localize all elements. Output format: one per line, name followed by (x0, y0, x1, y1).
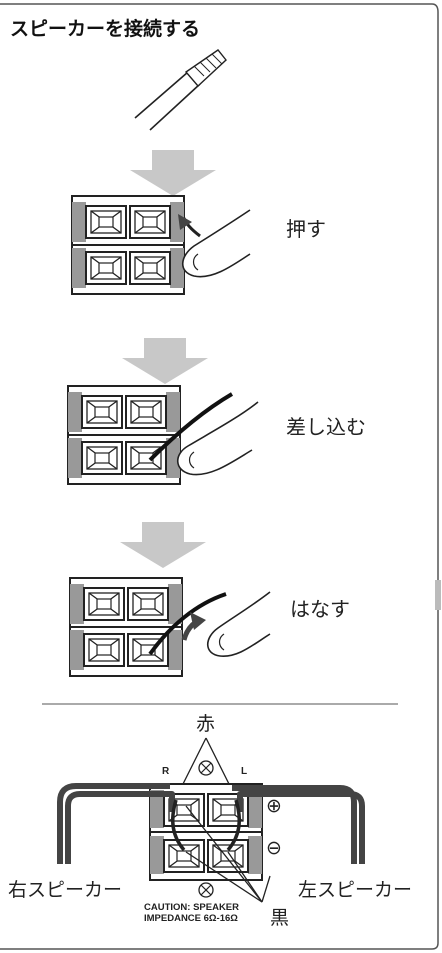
caution-line-2: IMPEDANCE 6Ω-16Ω (144, 913, 238, 924)
step-arrow-1-icon (130, 150, 216, 196)
red-label: 赤 (196, 713, 215, 735)
caution-line-1: CAUTION: SPEAKER (144, 902, 239, 913)
black-pointer-lines (185, 805, 271, 903)
wire-release-icon (148, 592, 227, 656)
left-speaker-label: 左スピーカー (298, 879, 412, 901)
left-channel-label: L (241, 766, 247, 777)
black-label: 黒 (270, 907, 289, 929)
right-speaker-label: 右スピーカー (8, 879, 122, 901)
finger-press-icon (178, 209, 251, 278)
inner-wires (170, 799, 242, 852)
finger-insert-icon (176, 401, 259, 476)
step-label-push: 押す (286, 217, 326, 241)
step-arrow-3-icon (120, 522, 206, 568)
page-title: スピーカーを接続する (10, 17, 200, 40)
page-frame (0, 3, 439, 950)
right-channel-label: R (162, 766, 170, 777)
terminal-block-step-1 (72, 196, 184, 294)
speaker-wire-illustration (134, 49, 227, 131)
page-edge-tab (435, 580, 441, 610)
minus-symbol: ⊖ (266, 837, 282, 859)
terminal-block-step-3 (70, 578, 182, 676)
plus-symbol: ⊕ (266, 795, 282, 817)
step-arrow-2-icon (122, 338, 208, 384)
finger-release-icon (206, 591, 271, 657)
bottom-screw-icon (198, 882, 214, 898)
terminal-block-step-2 (68, 386, 180, 484)
red-pointer-lines (179, 737, 233, 791)
right-speaker-cable (57, 783, 175, 864)
top-screw-icon (198, 760, 214, 776)
step-label-release: はなす (290, 597, 350, 621)
wire-insert-icon (148, 392, 234, 462)
release-arrow-icon (181, 612, 206, 641)
left-speaker-cable (232, 785, 365, 864)
step-label-insert: 差し込む (286, 415, 366, 439)
